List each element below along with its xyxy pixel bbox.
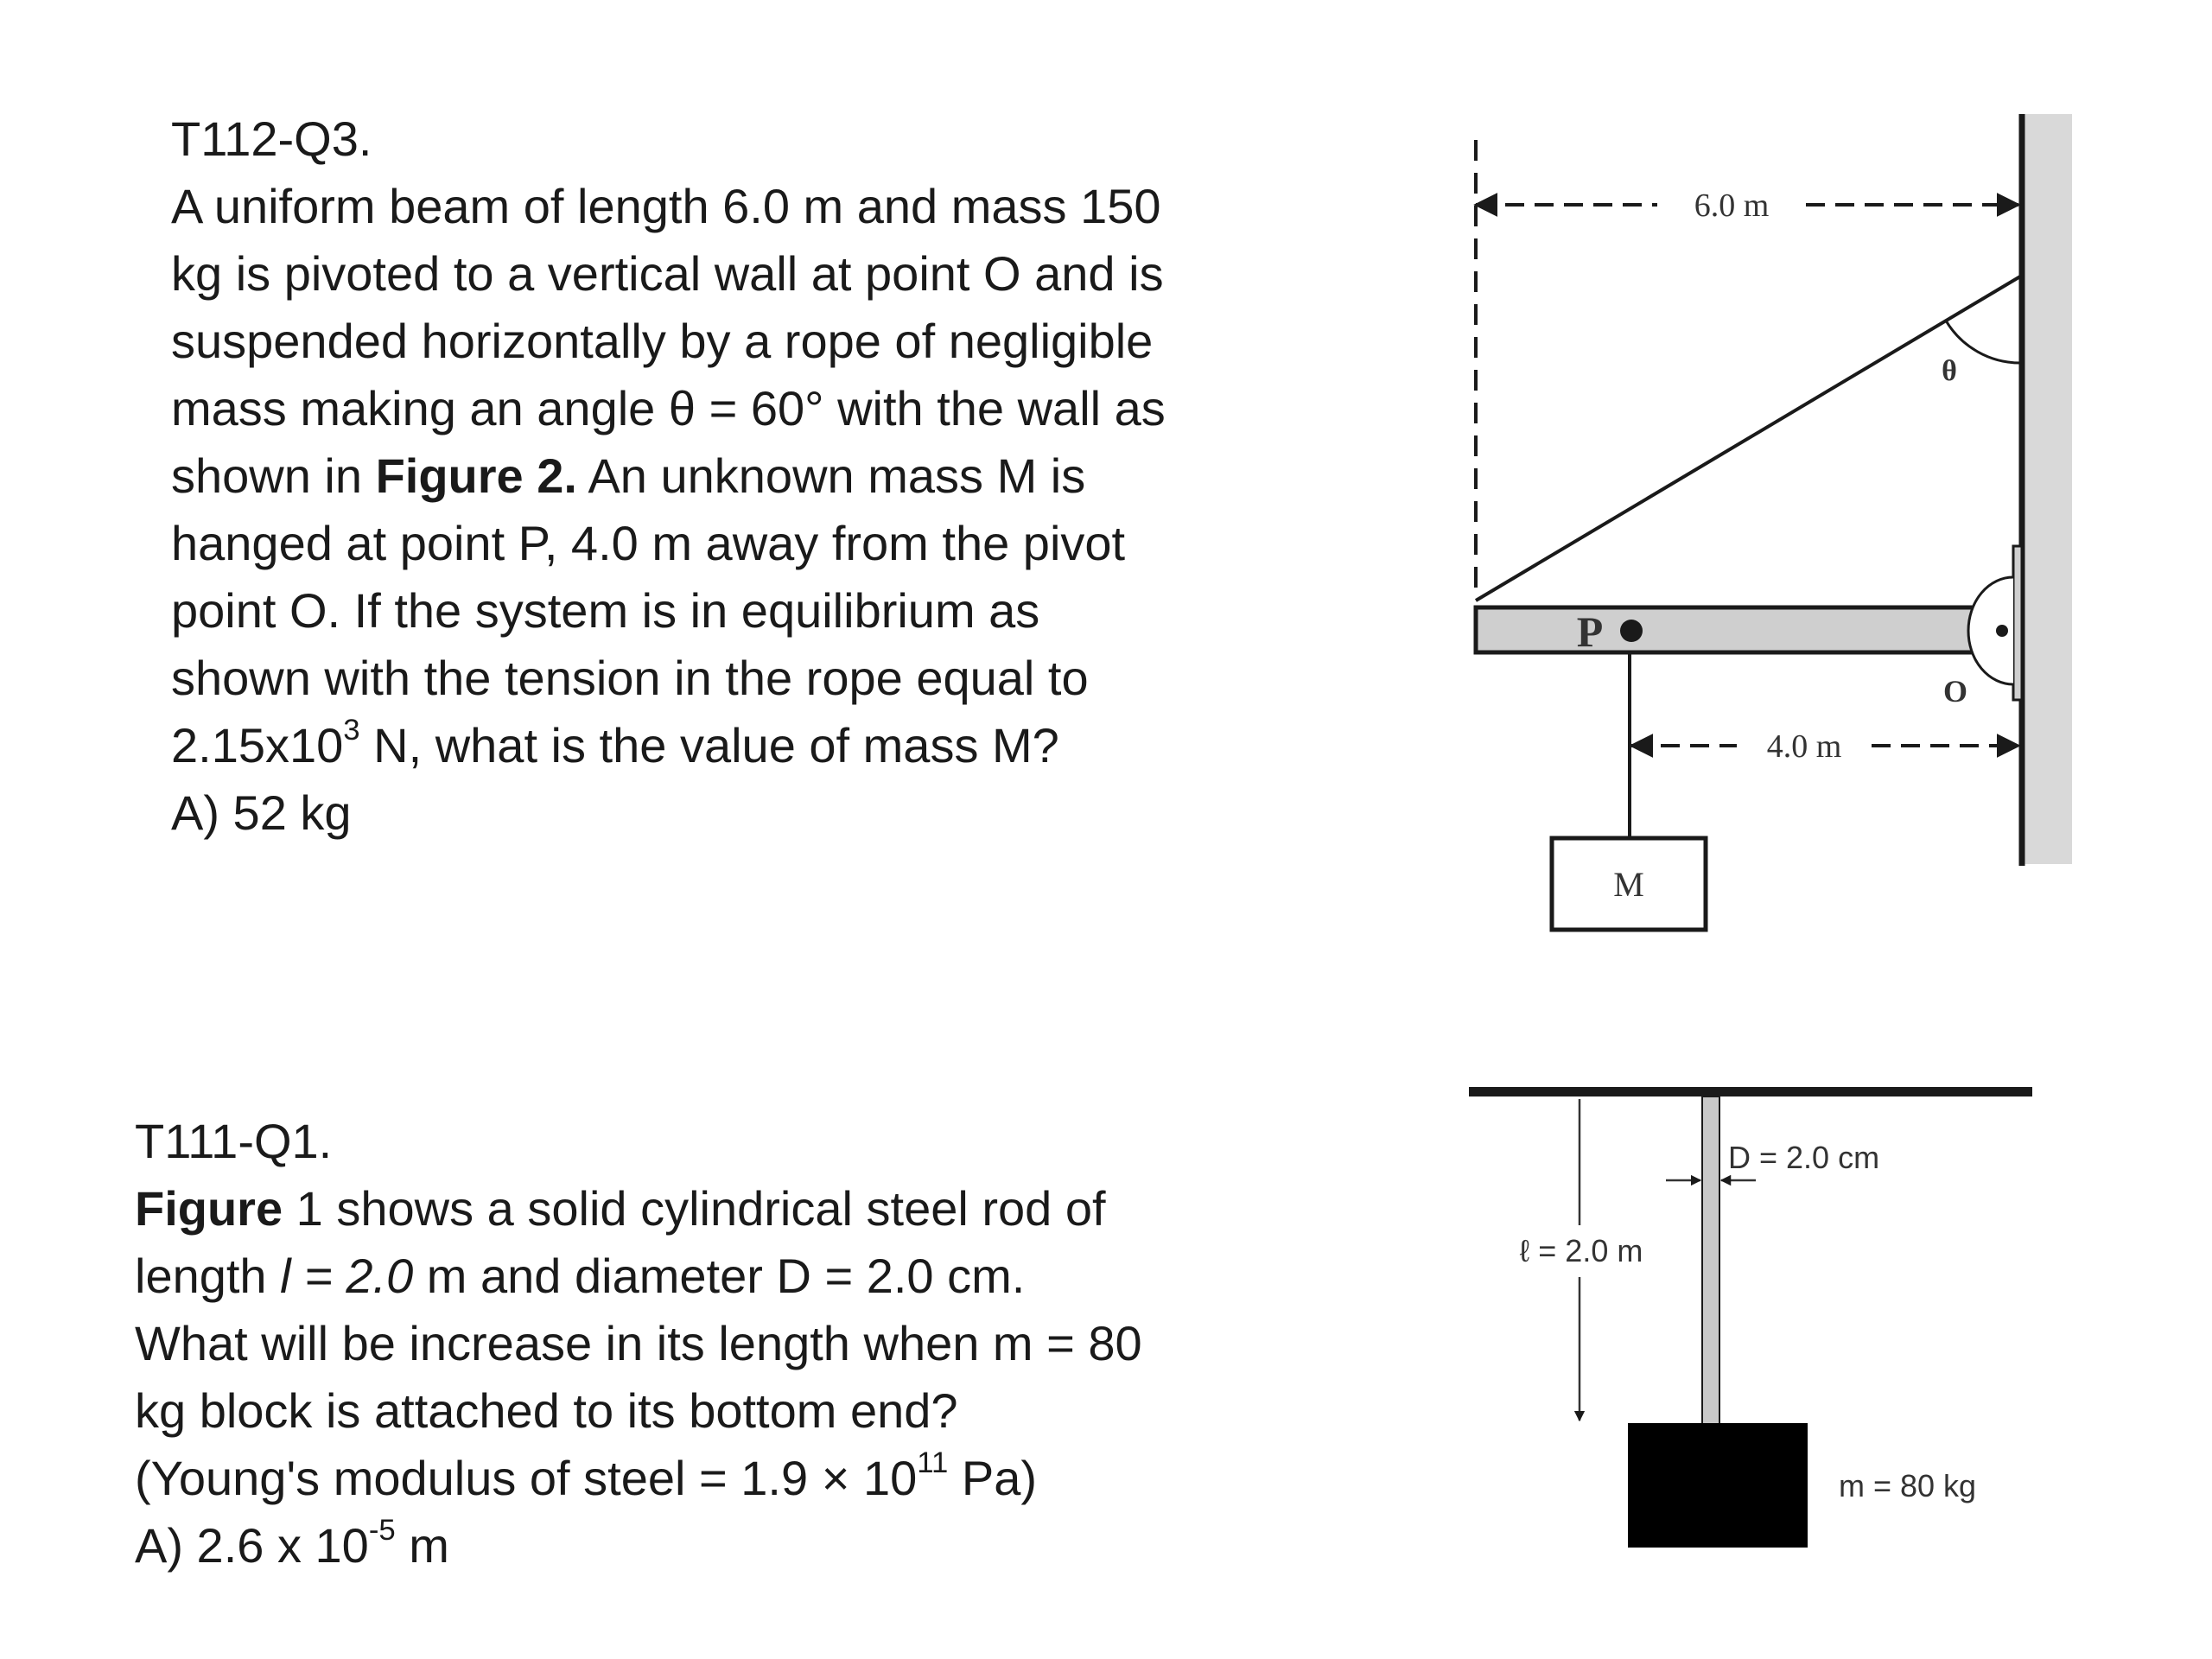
question-id: T112-Q3. <box>171 111 372 166</box>
wall <box>2024 114 2072 864</box>
question-t112-q3: T112-Q3. A uniform beam of length 6.0 m … <box>171 105 1166 847</box>
text-fragment: l = 2.0 <box>280 1249 414 1303</box>
hinge-bracket <box>1967 575 2014 686</box>
question-text-line: shown with the tension in the rope equal… <box>171 651 1089 705</box>
pivot-point <box>1996 625 2008 637</box>
question-text-line: point O. If the system is in equilibrium… <box>171 583 1040 638</box>
point-p <box>1620 620 1643 642</box>
question-text-line: hanged at point P, 4.0 m away from the p… <box>171 516 1126 570</box>
mass-block-m <box>1549 836 1708 932</box>
question-text-line: length l = 2.0 m and diameter D = 2.0 cm… <box>135 1243 1142 1310</box>
angle-arc <box>1944 320 2021 365</box>
label-block-mass: m = 80 kg <box>1839 1468 1976 1503</box>
question-text-line: 2.15x103 N, what is the value of mass M? <box>171 712 1166 779</box>
figure-rod: ℓ = 2.0 m D = 2.0 cm m = 80 kg <box>1469 1087 2032 1548</box>
question-id: T111-Q1. <box>135 1114 333 1168</box>
figure-beam: 6.0 m θ O P 4.0 m M <box>1473 114 2072 932</box>
dimension-label-p: 4.0 m <box>1767 728 1842 765</box>
label-mass-m: M <box>1613 865 1644 904</box>
text-fragment: shown in <box>171 448 376 503</box>
dimension-label-length: 6.0 m <box>1694 188 1770 224</box>
text-fragment: length <box>135 1249 281 1303</box>
figure-reference: Figure 2. <box>375 448 577 503</box>
beam <box>1473 605 1988 655</box>
question-text-line: What will be increase in its length when… <box>135 1316 1142 1370</box>
text-fragment: N, what is the value of mass M? <box>359 718 1059 772</box>
question-text-line: (Young's modulus of steel = 1.9 × 1011 P… <box>135 1445 1142 1512</box>
angle-label-theta: θ <box>1942 355 1957 387</box>
answer: A) 52 kg <box>171 785 352 840</box>
text-fragment: An unknown mass M is <box>576 448 1086 503</box>
hinge-plate <box>2012 544 2024 702</box>
label-pivot-o: O <box>1943 674 1967 709</box>
label-rod-length: ℓ = 2.0 m <box>1520 1233 1643 1268</box>
question-text-line: A uniform beam of length 6.0 m and mass … <box>171 179 1161 233</box>
figure-reference: Figure <box>135 1181 283 1236</box>
question-text-line: shown in Figure 2. An unknown mass M is <box>171 442 1166 510</box>
text-fragment: 1 shows a solid cylindrical steel rod of <box>283 1181 1106 1236</box>
ceiling <box>1469 1087 2032 1096</box>
question-text-line: mass making an angle θ = 60° with the wa… <box>171 381 1166 435</box>
mass-block <box>1628 1423 1808 1548</box>
text-fragment: A) 2.6 x 10 <box>135 1518 369 1573</box>
rope <box>1474 275 2022 602</box>
text-fragment: m <box>395 1518 449 1573</box>
question-text-line: kg block is attached to its bottom end? <box>135 1383 958 1438</box>
question-text-line: kg is pivoted to a vertical wall at poin… <box>171 246 1164 301</box>
steel-rod <box>1701 1096 1720 1426</box>
text-fragment: (Young's modulus of steel = 1.9 × 10 <box>135 1451 918 1505</box>
exponent: 11 <box>917 1446 949 1479</box>
question-text-line: Figure 1 shows a solid cylindrical steel… <box>135 1175 1142 1243</box>
exponent: 3 <box>343 713 360 747</box>
text-fragment: 2.15x10 <box>171 718 344 772</box>
question-t111-q1: T111-Q1. Figure 1 shows a solid cylindri… <box>135 1108 1142 1580</box>
label-rod-diameter: D = 2.0 cm <box>1728 1140 1879 1175</box>
text-fragment: Pa) <box>948 1451 1037 1505</box>
answer: A) 2.6 x 10-5 m <box>135 1512 1142 1580</box>
exponent: -5 <box>368 1513 396 1547</box>
text-fragment: m and diameter D = 2.0 cm. <box>413 1249 1026 1303</box>
label-point-p: P <box>1577 607 1604 656</box>
question-text-line: suspended horizontally by a rope of negl… <box>171 314 1154 368</box>
